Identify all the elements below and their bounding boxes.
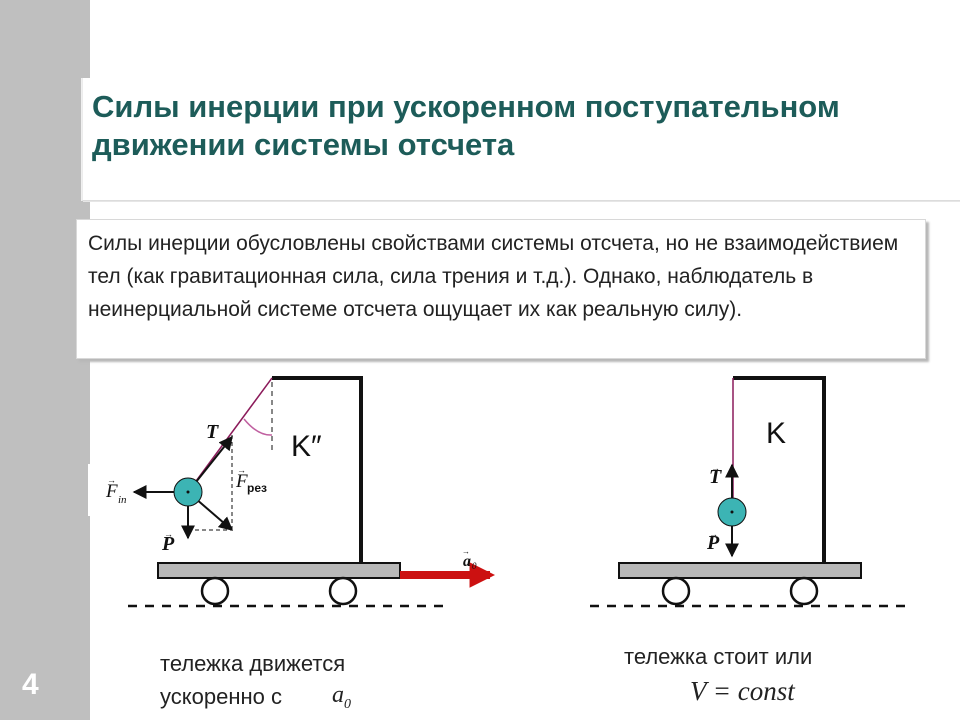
- left-cart: [157, 562, 401, 579]
- vector-mark: →: [237, 465, 246, 475]
- acceleration-label: a 0 →: [462, 547, 477, 571]
- inertia-label-text: F: [105, 481, 118, 502]
- left-strip: [0, 0, 90, 720]
- weight-label-text: P: [161, 533, 175, 555]
- right-tension-label: T →: [709, 463, 722, 488]
- right-weight-label: P →: [706, 529, 720, 554]
- math-symbol: a: [332, 682, 344, 708]
- acceleration-label-text: a: [463, 553, 471, 570]
- vector-mark: →: [164, 529, 173, 539]
- right-cart: [618, 562, 862, 579]
- right-frame: [733, 376, 826, 563]
- label-backdrop: [88, 464, 138, 516]
- text-box: [76, 219, 926, 359]
- vector-mark: →: [462, 547, 470, 556]
- left-caption-math: a0: [332, 682, 351, 713]
- left-frame-label: K″: [291, 430, 322, 463]
- right-caption-math: V = const: [690, 676, 795, 706]
- math-subscript: 0: [344, 696, 351, 712]
- left-caption-line2: ускоренно с: [160, 684, 282, 709]
- angle-arc: [243, 418, 273, 436]
- body-text: Силы инерции обусловлены свойствами сист…: [88, 232, 899, 321]
- right-caption-line1: тележка стоит или: [624, 644, 813, 669]
- right-weight-label-text: P: [706, 532, 720, 554]
- right-wheel-1: [661, 576, 691, 606]
- resultant-label-text: F: [235, 471, 248, 492]
- tension-label: T →: [206, 419, 219, 443]
- left-wheel-2: [328, 576, 358, 606]
- acceleration-subscript: 0: [472, 561, 477, 571]
- vector-mark: →: [709, 529, 718, 539]
- resultant-subscript: рез: [247, 481, 267, 495]
- slide-title: Силы инерции при ускоренном поступательн…: [92, 89, 840, 162]
- inertia-label: F in →: [105, 475, 127, 506]
- vector-mark: →: [711, 463, 720, 473]
- left-diagram: K″ T → F рез → F in → P → a 0 →: [88, 376, 496, 608]
- left-wheel-1: [200, 576, 230, 606]
- vector-mark: →: [208, 419, 217, 429]
- right-frame-label: K: [766, 417, 786, 450]
- slide-number: 4: [22, 668, 39, 701]
- title-box: [82, 78, 960, 201]
- right-wheel-2: [789, 576, 819, 606]
- right-tension-label-text: T: [709, 466, 722, 488]
- vector-mark: →: [107, 475, 116, 485]
- ball-center: [186, 490, 190, 494]
- tension-label-text: T: [206, 421, 219, 443]
- ball-center: [730, 510, 734, 514]
- left-frame: [272, 376, 363, 563]
- inertia-subscript: in: [118, 494, 127, 506]
- weight-label: P →: [161, 529, 175, 555]
- left-caption-line1: тележка движется: [160, 651, 346, 676]
- right-diagram: K T → P →: [590, 376, 906, 608]
- resultant-label: F рез →: [235, 465, 267, 495]
